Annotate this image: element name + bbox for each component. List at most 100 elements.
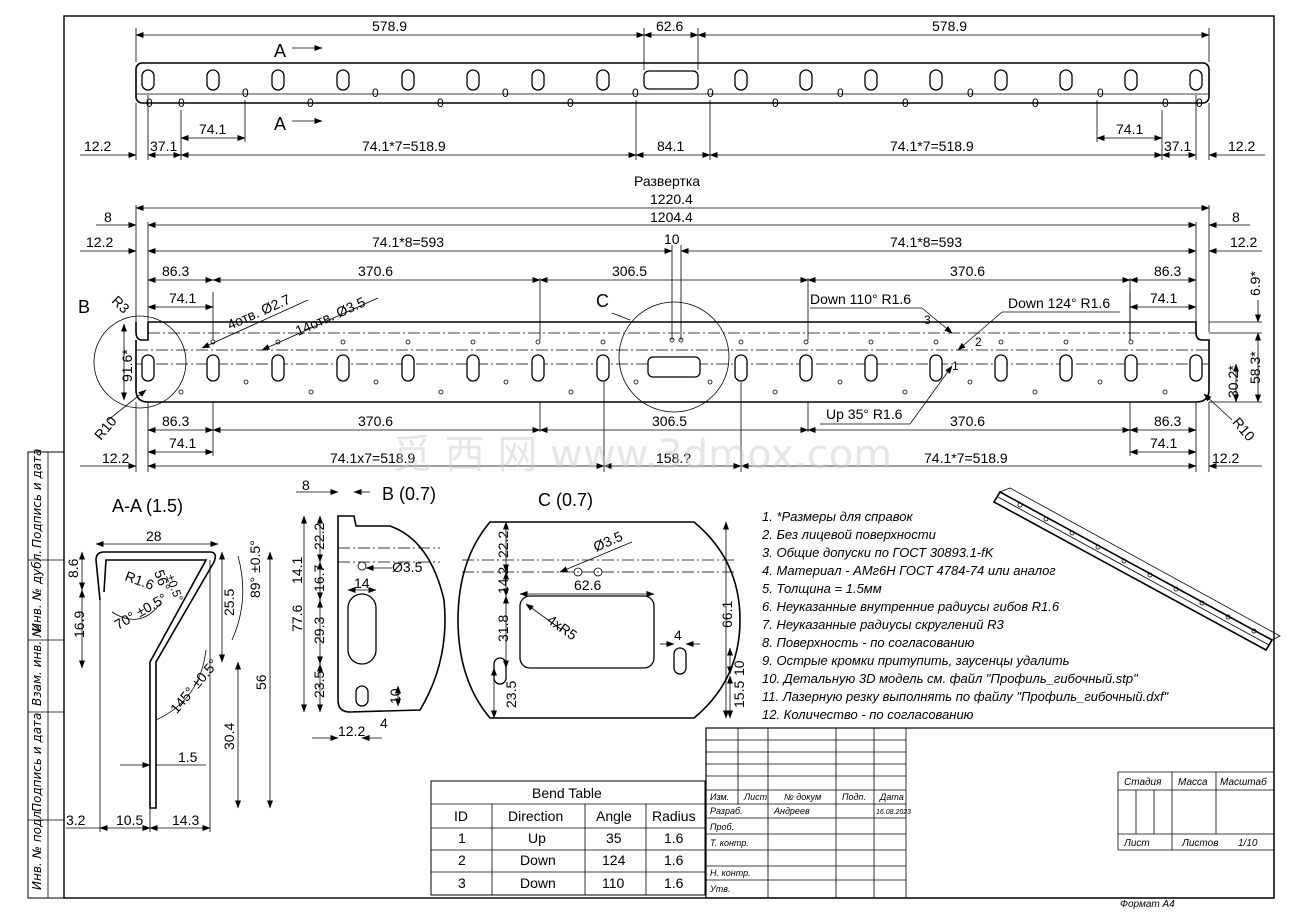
note-11: 11. Лазерную резку выполнять по файлу "П… (762, 689, 1170, 704)
top-dim-right: 578.9 (932, 18, 967, 34)
b-dim-4: 4 (380, 715, 388, 731)
flat-bottom-pitch-left: 74.1x7=518.9 (330, 450, 415, 466)
bend-table-cell: 1.6 (664, 830, 684, 846)
note-8: 8. Поверхность - по согласованию (762, 635, 975, 650)
flat-view-title: Развертка (634, 173, 700, 189)
aa-dim-89-deg: 89° ±0.5° (247, 540, 263, 598)
b-dim-22-2: 22.2 (311, 523, 327, 550)
flat-dim-86-3-right: 86.3 (1154, 263, 1181, 279)
c-dim-d3-5: Ø3.5 (591, 528, 625, 555)
svg-text:0: 0 (567, 96, 574, 110)
detail-c-outline (457, 521, 741, 719)
flat-bottom-74-1-right: 74.1 (1150, 435, 1177, 451)
bend-table-cell: 1.6 (664, 875, 684, 891)
flat-dim-370-6-right: 370.6 (950, 263, 985, 279)
bend-id-3: 3 (924, 313, 931, 327)
bend-table-cell: 1.6 (664, 852, 684, 868)
top-dim-74-1-left: 74.1 (199, 121, 226, 137)
section-a-a-title: A-A (1.5) (112, 496, 183, 516)
svg-text:0: 0 (502, 86, 509, 100)
flat-slots (141, 354, 1203, 382)
aa-dim-r1-6: R1.6 (123, 568, 156, 593)
tb-sheets-value: 1/10 (1238, 838, 1258, 849)
flat-dim-12-2-left: 12.2 (86, 234, 113, 250)
svg-text:0: 0 (178, 96, 185, 110)
bend-id-2: 2 (975, 335, 982, 349)
title-block: Изм. Лист № докум Подп. Дата Разраб. Анд… (705, 727, 1275, 910)
note-6: 6. Неуказанные внутренние радиусы гибов … (762, 599, 1060, 614)
flat-bottom-74-1-left: 74.1 (169, 435, 196, 451)
strip-sign-date-2: Подпись и дата (30, 713, 44, 812)
aa-dim-16-9: 16.9 (71, 611, 87, 638)
b-dim-14: 14 (354, 575, 370, 591)
aa-dim-3-2: 3.2 (66, 812, 86, 828)
svg-text:0: 0 (707, 86, 714, 100)
bend-table: Bend Table ID Direction Angle Radius 1 U… (430, 780, 706, 896)
tb-stage: Стадия (1124, 777, 1162, 788)
svg-text:0: 0 (632, 86, 639, 100)
detail-c-view: C (0.7) 22.2 Ø3.5 14.2 62.6 31.8 4xR5 4 … (457, 490, 747, 719)
svg-text:0: 0 (967, 86, 974, 100)
section-a-a-view: A-A (1.5) 28 8.6 16.9 R1.6 56° ±0.5° 70°… (65, 496, 273, 832)
dim-30-2: 30.2* (1225, 365, 1241, 398)
r10-right: R10 (1229, 414, 1258, 444)
top-dim-74-1-right: 74.1 (1116, 121, 1143, 137)
top-dim-12-2-left: 12.2 (84, 138, 111, 154)
tb-header-doc: № докум (784, 792, 821, 802)
tb-header-date: Дата (879, 792, 904, 802)
c-dim-62-6: 62.6 (574, 577, 601, 593)
tb-developer-name: Андреев (773, 806, 810, 816)
flat-dim-306-5: 306.5 (612, 263, 647, 279)
flat-pattern-view: Развертка 1220.4 1204.4 8 8 12.2 74.1*8=… (78, 173, 1263, 472)
flat-dim-10: 10 (664, 231, 680, 247)
flat-dim-593-right: 74.1*8=593 (890, 234, 962, 250)
aa-dim-8-6: 8.6 (65, 558, 81, 578)
dim-91-6: 91.6* (119, 349, 135, 382)
r3-label: R3 (109, 292, 133, 316)
aa-dim-145-deg: 145° ±0.5° (167, 656, 221, 717)
note-4: 4. Материал - АМг6Н ГОСТ 4784-74 или ана… (762, 563, 1056, 578)
flat-bottom-86-3-left: 86.3 (162, 413, 189, 429)
svg-text:0: 0 (372, 86, 379, 100)
top-dim-center: 62.6 (656, 18, 683, 34)
note-2: 2. Без лицевой поверхности (761, 527, 936, 542)
flat-bottom-12-2-left: 12.2 (102, 450, 129, 466)
bend-label-up-35: Up 35° R1.6 (826, 406, 903, 422)
top-dim-37-1-right: 37.1 (1164, 138, 1191, 154)
dim-6-9: 6.9* (1247, 271, 1263, 296)
b-dim-10: 10 (387, 688, 403, 704)
b-dim-d3-5: Ø3.5 (392, 559, 423, 575)
tb-sheet: Лист (1123, 838, 1150, 849)
svg-text:0: 0 (772, 96, 779, 110)
detail-circle-b (93, 315, 187, 409)
tb-row-developer: Разраб. (710, 806, 743, 816)
flat-bottom-370-6-left: 370.6 (358, 413, 393, 429)
note-1: 1. *Размеры для справок (762, 509, 913, 524)
svg-text:0: 0 (837, 86, 844, 100)
flat-bottom-306-5: 306.5 (652, 413, 687, 429)
top-dim-12-2-right: 12.2 (1228, 138, 1255, 154)
flat-dim-370-6-left: 370.6 (358, 263, 393, 279)
b-dim-16-7: 16.7 (311, 565, 327, 592)
note-9: 9. Острые кромки притупить, заусенцы уда… (762, 653, 1070, 668)
top-view-hole-marks: 0 0 0 0 0 0 0 0 0 0 0 0 0 0 0 0 0 0 (146, 86, 1203, 110)
top-dim-37-1-left: 37.1 (150, 138, 177, 154)
tb-header-izm: Изм. (710, 792, 729, 802)
aa-dim-30-4: 30.4 (221, 723, 237, 750)
bend-table-header-radius: Radius (652, 808, 696, 824)
b-dim-12-2: 12.2 (338, 723, 365, 739)
bend-table-cell: 2 (458, 852, 466, 868)
c-dim-66-1: 66.1 (719, 601, 735, 628)
detail-b-label: B (78, 297, 90, 317)
flat-dim-12-2-right: 12.2 (1230, 234, 1257, 250)
aa-dim-1-5: 1.5 (178, 749, 198, 765)
top-dim-84-1: 84.1 (657, 138, 684, 154)
tb-mass: Масса (1178, 777, 1208, 788)
aa-dim-10-5: 10.5 (116, 812, 143, 828)
aa-dim-70-deg: 70° ±0.5° (112, 590, 170, 633)
b-dim-77-6: 77.6 (289, 605, 305, 632)
flat-bottom-86-3-right: 86.3 (1154, 413, 1181, 429)
detail-b-outline (337, 515, 446, 713)
